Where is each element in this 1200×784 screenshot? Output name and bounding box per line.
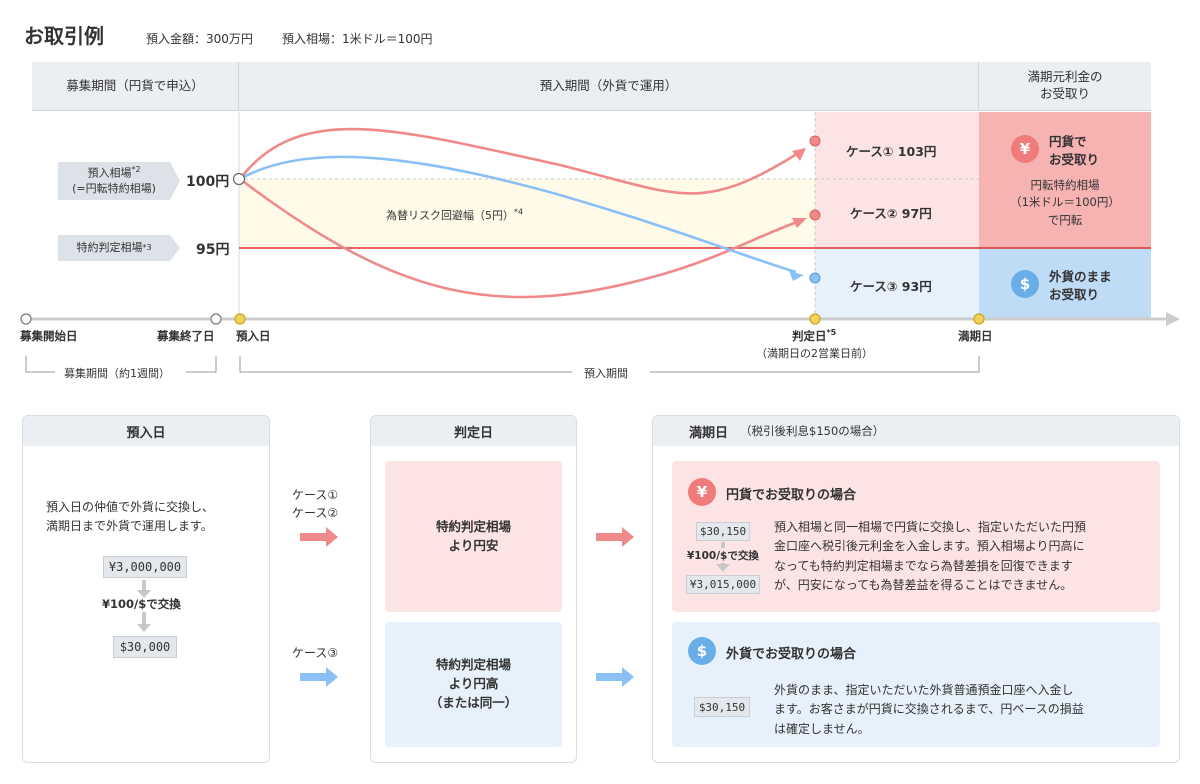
box3-yen-icon: ¥ bbox=[688, 478, 716, 506]
case1-curve bbox=[238, 127, 801, 195]
receive-yen-title: 円貨で お受取り bbox=[1049, 134, 1100, 167]
case12-bg bbox=[815, 112, 979, 248]
exchange-chart bbox=[20, 112, 1180, 373]
bracket-deposit-left bbox=[239, 356, 572, 373]
hedge-range-label: 為替リスク回避幅（5円）*4 bbox=[386, 207, 523, 223]
box1-text: 預入日の仲値で外貨に交換し、 満期日まで外貨で運用します。 bbox=[46, 500, 215, 534]
case2-curve bbox=[239, 177, 801, 299]
timeline-arrowhead bbox=[1166, 312, 1180, 326]
box2-upper: 特約判定相場 より円安 bbox=[385, 461, 562, 612]
case2-label: ケース② 97円 bbox=[850, 206, 932, 221]
tl-deposit-label: 預入日 bbox=[236, 329, 271, 343]
tl-judge-dot bbox=[809, 313, 821, 325]
bracket-apply-left bbox=[25, 356, 55, 373]
hedge-range-note: *4 bbox=[514, 207, 524, 217]
level-100-label: 100円 bbox=[186, 174, 230, 190]
box-judge-header: 判定日 bbox=[371, 416, 576, 446]
box3-header-sub: （税引後利息$150の場合） bbox=[740, 424, 885, 438]
case3-arrowhead bbox=[789, 271, 804, 281]
bracket-deposit-right bbox=[650, 356, 980, 373]
box1-arrow-stem bbox=[142, 580, 146, 594]
case3-bg bbox=[815, 248, 979, 318]
box-deposit-day: 預入日 bbox=[22, 415, 270, 763]
box3-usd-text: 外貨のまま、指定いただいた外貨普通預金口座へ入金し ます。お客さまが円貨に交換さ… bbox=[774, 683, 1084, 736]
mid-case12: ケース① ケース② bbox=[292, 488, 339, 520]
tl-maturity-dot bbox=[973, 313, 985, 325]
tl-period-deposit: 預入期間 bbox=[584, 367, 628, 380]
box3-dollar-icon: $ bbox=[688, 637, 716, 665]
case3-dot bbox=[809, 272, 821, 284]
case2-dot bbox=[809, 209, 821, 221]
receive-yen-bg bbox=[979, 112, 1151, 248]
deposit-rate-pill: 預入相場*2 (=円転特約相場) bbox=[58, 162, 180, 200]
judge-rate-note: *3 bbox=[142, 242, 152, 252]
receive-yen-desc: 円転特約相場 （1米ドル＝100円） で円転 bbox=[1010, 178, 1120, 227]
hedge-range-text: 為替リスク回避幅（5円） bbox=[386, 209, 514, 222]
header-maturity-receive: 満期元利金の お受取り bbox=[979, 62, 1151, 111]
deposit-rate-note: *2 bbox=[131, 165, 141, 175]
box3-usd-amount: $30,150 bbox=[694, 697, 750, 717]
level-95-label: 95円 bbox=[196, 242, 230, 258]
case2-arrowhead bbox=[792, 218, 807, 228]
mid-case3: ケース③ bbox=[292, 646, 339, 660]
deposit-amount: 預入金額：300万円 bbox=[146, 32, 253, 46]
case1-label: ケース① 103円 bbox=[846, 144, 937, 159]
box3-usd-panel bbox=[672, 622, 1160, 747]
receive-usd-title: 外貨のまま お受取り bbox=[1049, 269, 1112, 302]
tl-maturity-label: 満期日 bbox=[958, 329, 993, 343]
arrow-right-icon-3 bbox=[596, 527, 634, 547]
box3-yen-text: 預入相場と同一相場で円貨に交換し、指定いただいた円預 金口座へ税引後元利金を入金… bbox=[774, 520, 1087, 593]
tl-start-dot bbox=[20, 313, 32, 325]
box1-exchange: ¥100/$で交換 bbox=[102, 597, 181, 611]
arrow-right-icon-4 bbox=[596, 667, 634, 687]
tl-end-dot bbox=[210, 313, 222, 325]
tl-end-label: 募集終了日 bbox=[157, 329, 215, 343]
bracket-apply-right bbox=[186, 356, 217, 373]
box3-yen-exchange: ¥100/$で交換 bbox=[687, 548, 759, 563]
box3-yen-title: 円貨でお受取りの場合 bbox=[726, 488, 857, 503]
tl-judge-label: 判定日*5 bbox=[792, 328, 836, 344]
deposit-rate-sub: (=円転特約相場) bbox=[72, 181, 156, 195]
arrow-right-icon-1 bbox=[300, 527, 338, 547]
box-maturity-header: 満期日 （税引後利息$150の場合） bbox=[653, 416, 1179, 446]
judge-rate-label: 特約判定相場 bbox=[76, 240, 143, 254]
page-title: お取引例 bbox=[24, 24, 104, 48]
tl-deposit-dot bbox=[234, 313, 246, 325]
case1-arrowhead bbox=[792, 148, 806, 161]
header-period-apply: 募集期間（円貨で申込） bbox=[32, 62, 239, 111]
box1-arrow-down-icon bbox=[137, 590, 151, 598]
arrow-right-icon-2 bbox=[300, 667, 338, 687]
dollar-icon: $ bbox=[1011, 270, 1039, 298]
deposit-rate-info: 預入相場：1米ドル＝100円 bbox=[282, 32, 433, 46]
tl-start-label: 募集開始日 bbox=[20, 329, 78, 343]
box3-yen-to: ¥3,015,000 bbox=[686, 575, 760, 594]
judge-rate-pill: 特約判定相場*3 bbox=[58, 235, 180, 261]
tl-judge-note: *5 bbox=[826, 328, 837, 338]
box3-usd-title: 外貨でお受取りの場合 bbox=[726, 647, 857, 662]
tl-judge-sub: （満期日の2営業日前） bbox=[756, 347, 873, 360]
box1-arrow-down-icon-2 bbox=[137, 624, 151, 632]
box3-arrow-down-icon bbox=[716, 564, 730, 572]
case1-dot bbox=[809, 135, 821, 147]
deposit-rate-pill-text: 預入相場*2 (=円転特約相場) bbox=[72, 165, 156, 196]
box2-lower: 特約判定相場 より円高 （または同一） bbox=[385, 622, 562, 747]
box3-yen-from: $30,150 bbox=[696, 522, 750, 541]
header-period-deposit: 預入期間（外貨で運用） bbox=[239, 62, 979, 111]
receive-usd-bg bbox=[979, 248, 1151, 318]
box1-usd-amount: $30,000 bbox=[113, 636, 177, 658]
box1-yen-amount: ¥3,000,000 bbox=[103, 556, 187, 578]
case3-label: ケース③ 93円 bbox=[850, 279, 932, 294]
tl-judge-text: 判定日 bbox=[792, 329, 827, 343]
yen-icon: ¥ bbox=[1011, 135, 1039, 163]
case3-curve bbox=[239, 155, 797, 274]
box3-header-title: 満期日 bbox=[689, 425, 729, 441]
deposit-rate-label: 預入相場 bbox=[87, 166, 132, 180]
tl-period-apply: 募集期間（約1週間） bbox=[64, 367, 170, 380]
box1-arrow-stem2 bbox=[142, 612, 146, 626]
start-dot bbox=[232, 172, 246, 186]
box-deposit-header: 預入日 bbox=[23, 416, 269, 446]
